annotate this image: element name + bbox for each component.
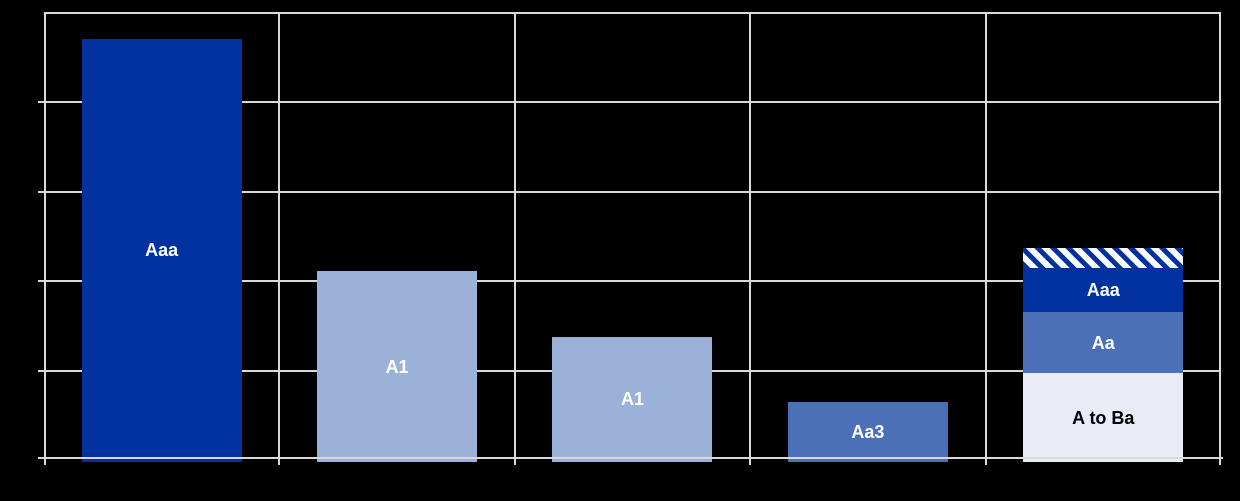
x-axis-line	[38, 457, 1223, 459]
bar-segment-a1: A1	[317, 271, 478, 462]
gridline-vertical-right-border	[1219, 12, 1221, 465]
bar-column: Aa3	[750, 12, 985, 462]
bar-segment-a1: A1	[552, 336, 713, 462]
gridline-horizontal-top	[44, 12, 1221, 14]
bar-segment-a-to-ba: A to Ba	[1023, 373, 1184, 462]
bar-segment-aaa: Aaa	[81, 38, 242, 462]
bar-column: Aaa	[44, 12, 279, 462]
bar-label: A to Ba	[1072, 407, 1135, 428]
y-axis-line	[44, 12, 46, 465]
bar-segment-aaa: Aaa	[1023, 267, 1184, 313]
gridline-vertical	[984, 12, 987, 465]
bar-label: A1	[620, 389, 644, 410]
bar-segment-aa: Aa	[1023, 312, 1184, 374]
bar-label: Aaa	[1086, 280, 1120, 301]
bar-segment-hatched	[1023, 248, 1184, 268]
bar-segment-aa3: Aa3	[787, 401, 948, 462]
bar-label: A1	[385, 356, 409, 377]
bar-label: Aaa	[145, 240, 179, 261]
bar-column: A1	[279, 12, 514, 462]
gridline-vertical	[513, 12, 516, 465]
gridline-horizontal	[38, 280, 1221, 283]
gridline-vertical	[749, 12, 752, 465]
gridline-vertical	[278, 12, 281, 465]
gridline-horizontal	[38, 190, 1221, 193]
gridline-horizontal	[38, 101, 1221, 104]
bar-column: A1	[515, 12, 750, 462]
bar-label: Aa3	[851, 421, 885, 442]
bar-column: A to Ba Aa Aaa	[986, 12, 1221, 462]
bar-label: Aa	[1091, 332, 1115, 353]
